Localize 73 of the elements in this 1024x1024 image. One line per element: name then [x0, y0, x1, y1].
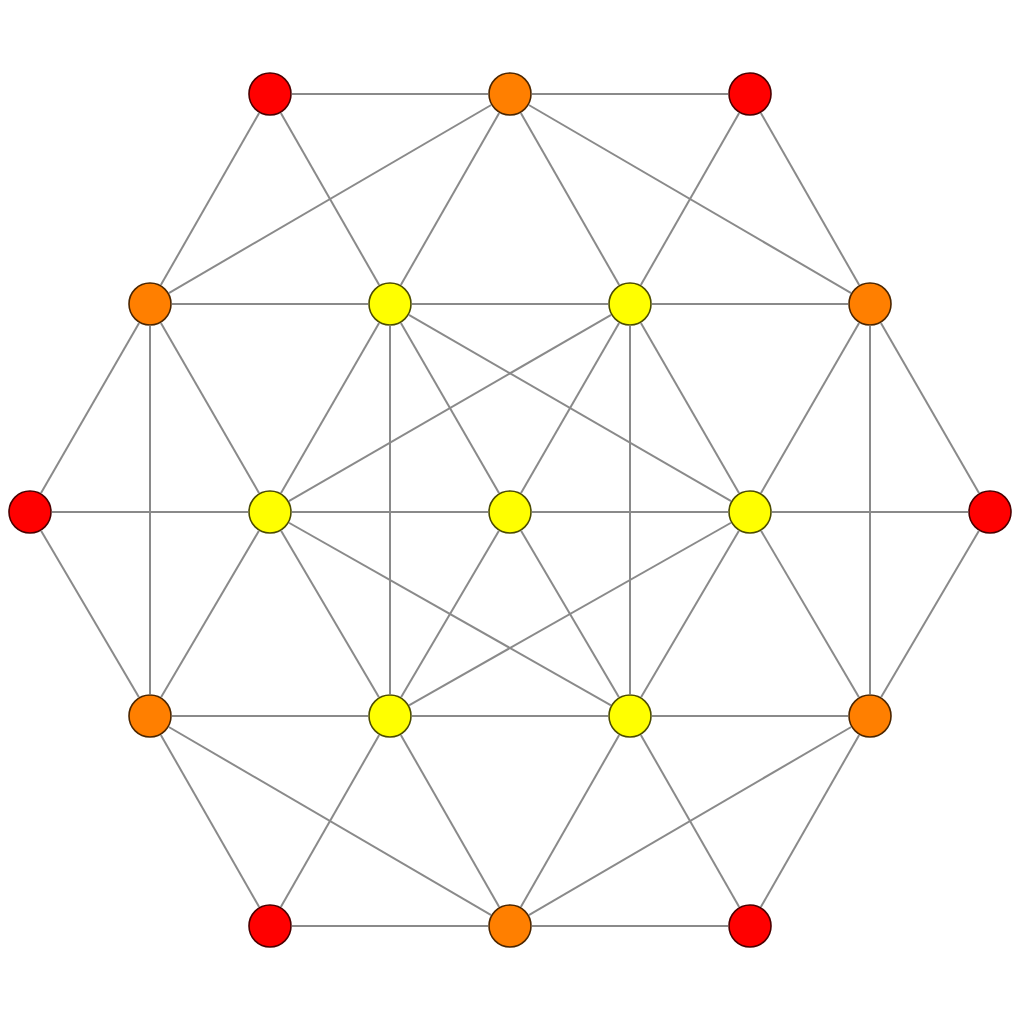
vertex	[728, 904, 772, 948]
edge	[759, 111, 861, 287]
vertex	[248, 72, 292, 116]
vertex	[368, 694, 412, 738]
vertex	[8, 490, 52, 534]
vertex	[488, 490, 532, 534]
edge	[650, 303, 850, 305]
edge	[759, 733, 861, 909]
vertex	[248, 904, 292, 948]
edge	[519, 321, 621, 495]
edge	[639, 321, 741, 495]
edge	[399, 111, 501, 287]
edge	[159, 321, 261, 495]
edge	[290, 925, 490, 927]
edge	[160, 529, 260, 699]
edge	[410, 303, 610, 305]
edge	[399, 733, 501, 909]
edge	[530, 511, 730, 513]
vertex	[728, 490, 772, 534]
edge	[389, 324, 391, 696]
vertex	[968, 490, 1012, 534]
vertex	[128, 694, 172, 738]
vertex	[728, 72, 772, 116]
edge	[770, 511, 970, 513]
edge	[880, 529, 980, 699]
edge	[39, 321, 141, 495]
edge	[527, 726, 853, 917]
edge	[629, 324, 631, 696]
edge	[167, 726, 493, 917]
vertex	[488, 904, 532, 948]
vertex	[488, 72, 532, 116]
vertex	[128, 282, 172, 326]
edge	[290, 93, 490, 95]
edge	[170, 303, 370, 305]
edge	[639, 733, 741, 909]
edge	[170, 715, 370, 717]
edge	[149, 324, 151, 696]
edge	[519, 733, 621, 909]
edge	[639, 111, 741, 287]
edge	[640, 529, 740, 699]
edge	[279, 733, 381, 909]
edge	[290, 511, 490, 513]
vertex	[248, 490, 292, 534]
edge	[280, 529, 380, 699]
edge	[167, 104, 493, 294]
edge	[879, 321, 981, 495]
edge	[407, 313, 733, 503]
edge	[760, 529, 860, 699]
edge	[159, 733, 261, 909]
edge	[759, 321, 861, 495]
edge	[399, 321, 501, 495]
edge	[519, 111, 621, 287]
vertex	[848, 694, 892, 738]
vertex	[608, 282, 652, 326]
edge	[287, 521, 613, 707]
vertex	[848, 282, 892, 326]
vertex	[608, 694, 652, 738]
edge	[527, 104, 853, 294]
edge	[279, 321, 381, 495]
edge	[40, 529, 140, 699]
edge	[410, 715, 610, 717]
vertex	[368, 282, 412, 326]
edge	[159, 111, 261, 287]
edge	[407, 521, 733, 707]
edge	[530, 93, 730, 95]
edge	[650, 715, 850, 717]
edge	[279, 111, 381, 287]
edge	[400, 529, 500, 699]
edge	[530, 925, 730, 927]
edge	[50, 511, 250, 513]
edge	[287, 313, 613, 503]
edge	[520, 529, 620, 699]
edge	[869, 324, 871, 696]
